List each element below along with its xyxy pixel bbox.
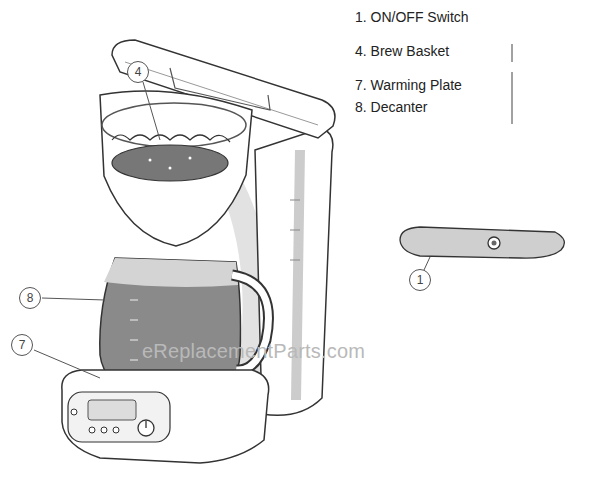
- callout-number: 7: [19, 339, 26, 351]
- watermark: eReplacementParts.com: [142, 340, 365, 362]
- part-label: 7. Warming Plate: [355, 78, 462, 93]
- part-label: 8. Decanter: [355, 100, 427, 115]
- callout-number: 8: [27, 292, 34, 304]
- part-label: 4. Brew Basket: [355, 44, 449, 59]
- part-label: 1. ON/OFF Switch: [355, 10, 469, 25]
- callout-circle: 4: [127, 61, 149, 83]
- callout-circle: 7: [11, 334, 33, 356]
- callout-number: 4: [135, 66, 142, 78]
- callout-circle: 1: [409, 269, 431, 291]
- callout-circle: 8: [19, 287, 41, 309]
- callout-number: 1: [417, 274, 424, 286]
